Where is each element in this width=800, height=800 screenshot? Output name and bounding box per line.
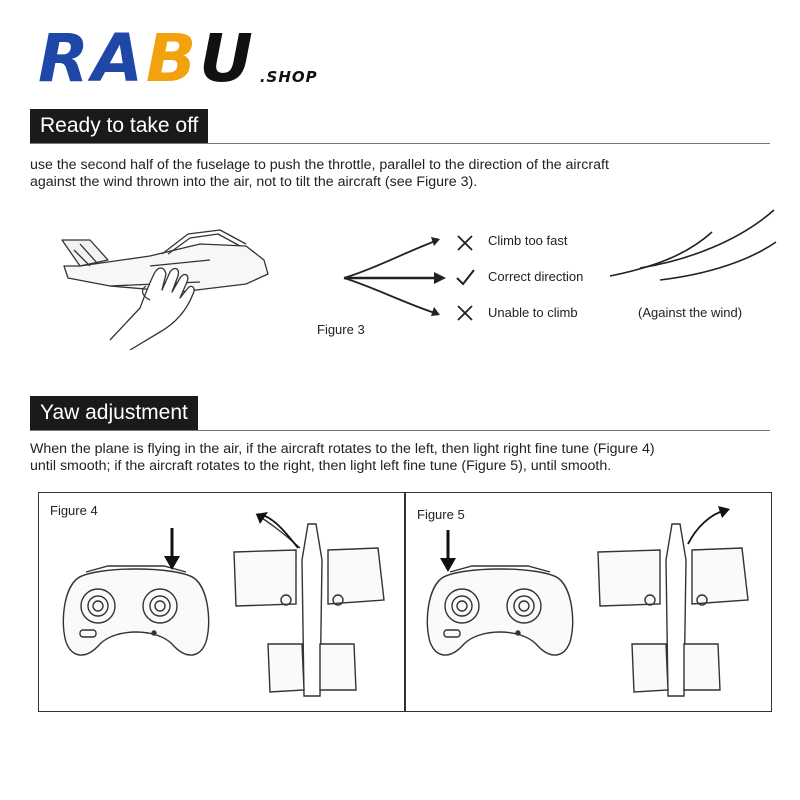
- wind-lines: [609, 209, 777, 281]
- figure4-label: Figure 4: [50, 503, 98, 518]
- yaw-text-line: until smooth; if the aircraft rotates to…: [30, 458, 612, 474]
- plane-launch-illustration: [61, 229, 269, 350]
- option-correct-direction: Correct direction: [488, 269, 584, 284]
- cross-icon: [457, 305, 473, 321]
- figure3-label: Figure 3: [317, 322, 365, 337]
- check-icon: [456, 269, 475, 286]
- figure4-panel: [38, 492, 406, 712]
- takeoff-text-line: use the second half of the fuselage to p…: [30, 157, 609, 173]
- section-divider: [30, 143, 770, 144]
- logo-letter: R: [38, 20, 92, 97]
- section-title-takeoff: Ready to take off: [30, 109, 209, 144]
- logo-suffix: .SHOP: [259, 68, 318, 86]
- direction-arrows: [343, 237, 446, 316]
- yaw-text-line: When the plane is flying in the air, if …: [30, 441, 655, 457]
- wind-label: (Against the wind): [638, 305, 743, 320]
- figure5-label: Figure 5: [417, 507, 465, 522]
- plane-top-view: [597, 506, 749, 697]
- brand-logo: RABU .SHOP: [38, 22, 318, 92]
- option-climb-too-fast: Climb too fast: [488, 233, 568, 248]
- takeoff-text-line: against the wind thrown into the air, no…: [30, 174, 478, 190]
- controller-illustration: [426, 565, 574, 656]
- plane-top-view: [233, 512, 385, 697]
- section-divider: [30, 430, 770, 431]
- logo-letters: RABU: [38, 26, 256, 92]
- option-unable-to-climb: Unable to climb: [488, 305, 578, 320]
- cross-icon: [457, 235, 473, 251]
- arrow-down-icon: [164, 528, 180, 570]
- logo-letter: U: [199, 20, 256, 97]
- figure5-panel: [404, 492, 772, 712]
- logo-letter: B: [145, 20, 200, 97]
- logo-letter: A: [91, 20, 146, 97]
- arrow-down-icon: [440, 530, 456, 572]
- controller-illustration: [62, 565, 210, 656]
- section-title-yaw: Yaw adjustment: [30, 396, 198, 431]
